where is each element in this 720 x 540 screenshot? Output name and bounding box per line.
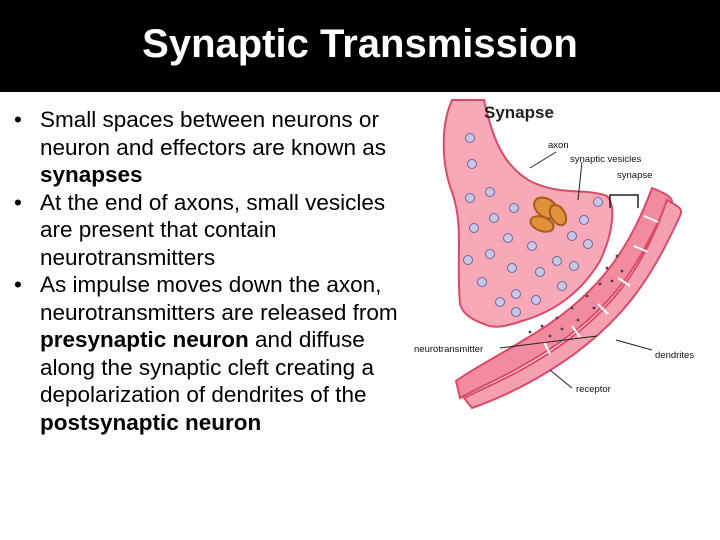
vesicle xyxy=(509,203,519,213)
neurotransmitter-dots xyxy=(528,254,624,338)
vesicle xyxy=(467,159,477,169)
vesicle xyxy=(495,297,505,307)
bullet-glyph: • xyxy=(14,272,22,297)
vesicle xyxy=(569,261,579,271)
dendrites-leader xyxy=(615,339,653,351)
vesicle xyxy=(583,239,593,249)
neurotransmitter-dot xyxy=(598,282,602,286)
label-axon: axon xyxy=(548,140,569,151)
bullet-text: and diffuse along the synaptic cleft cre… xyxy=(40,327,374,407)
vesicle xyxy=(511,289,521,299)
vesicle xyxy=(579,215,589,225)
neurotransmitter-dot xyxy=(540,324,544,328)
vesicle xyxy=(485,187,495,197)
neurotransmitter-dot xyxy=(548,334,552,338)
bullet-glyph: • xyxy=(14,107,22,132)
vesicles xyxy=(463,133,603,317)
vesicle xyxy=(535,267,545,277)
neurotransmitter-leader xyxy=(499,335,598,349)
vesicle xyxy=(465,133,475,143)
neurotransmitter-dot xyxy=(610,279,614,283)
receptors xyxy=(543,215,659,355)
vesicle xyxy=(489,213,499,223)
receptor-mark xyxy=(543,341,551,355)
vesicle xyxy=(477,277,487,287)
receptor-mark xyxy=(633,245,649,253)
bullet-text: Small spaces between neurons or neuron a… xyxy=(40,107,387,160)
bullet-text: As impulse moves down the axon, neurotra… xyxy=(40,272,398,325)
dendrite-inner xyxy=(462,198,683,410)
bullet-item: • As impulse moves down the axon, neurotr… xyxy=(14,271,414,436)
vesicle xyxy=(567,231,577,241)
neurotransmitter-dot xyxy=(570,306,574,310)
vesicle xyxy=(511,307,521,317)
label-receptor: receptor xyxy=(576,384,611,395)
bullet-item: • Small spaces between neurons or neuron … xyxy=(14,106,414,189)
neurotransmitter-dot xyxy=(585,294,589,298)
vesicle xyxy=(463,255,473,265)
bullet-emphasis: synapses xyxy=(40,162,143,187)
receptor-mark xyxy=(597,303,609,315)
bullet-emphasis: postsynaptic neuron xyxy=(40,409,262,435)
neurotransmitter-dot xyxy=(528,330,532,334)
vesicle xyxy=(485,249,495,259)
vesicles-leader xyxy=(577,161,583,201)
neurotransmitter-dot xyxy=(620,269,624,273)
neurotransmitter-dot xyxy=(605,266,609,270)
title-bar: Synaptic Transmission xyxy=(0,0,720,92)
mitochondrion-2 xyxy=(529,215,555,233)
vesicle xyxy=(552,256,562,266)
neurotransmitter-dot xyxy=(560,327,564,331)
receptor-mark xyxy=(571,325,581,338)
axon-terminal xyxy=(442,99,614,328)
bullet-text: At the end of axons, small vesicles are … xyxy=(40,189,386,270)
label-neurotransmitter: neurotransmitter xyxy=(414,344,483,355)
bullet-glyph: • xyxy=(14,189,22,215)
receptor-leader xyxy=(549,369,573,389)
vesicle xyxy=(527,241,537,251)
vesicle xyxy=(557,281,567,291)
vesicle xyxy=(593,197,603,207)
vesicle xyxy=(507,263,517,273)
neurotransmitter-dot xyxy=(555,316,559,320)
axon-leader xyxy=(529,151,557,169)
synapse-diagram: Synapse axon synaptic vesicles synapse n… xyxy=(414,99,694,410)
receptor-mark xyxy=(617,277,631,287)
diagram-title: Synapse xyxy=(484,103,554,122)
bullet-emphasis: presynaptic neuron xyxy=(40,327,249,352)
receptor-mark xyxy=(643,215,659,223)
bullet-list: • Small spaces between neurons or neuron … xyxy=(14,106,414,436)
vesicle xyxy=(503,233,513,243)
bullet-item: • At the end of axons, small vesicles are… xyxy=(14,189,414,272)
neurotransmitter-dot xyxy=(592,306,596,310)
label-dendrites: dendrites xyxy=(655,350,694,361)
vesicle xyxy=(465,193,475,203)
slide-title: Synaptic Transmission xyxy=(142,21,578,66)
neurotransmitter-dot xyxy=(576,318,580,322)
neurotransmitter-dot xyxy=(615,254,619,258)
vesicle xyxy=(531,295,541,305)
label-synapse: synapse xyxy=(617,170,652,181)
synapse-bracket xyxy=(609,194,639,208)
vesicle xyxy=(469,223,479,233)
mitochondrion-3 xyxy=(548,203,568,227)
label-synaptic-vesicles: synaptic vesicles xyxy=(570,154,642,165)
